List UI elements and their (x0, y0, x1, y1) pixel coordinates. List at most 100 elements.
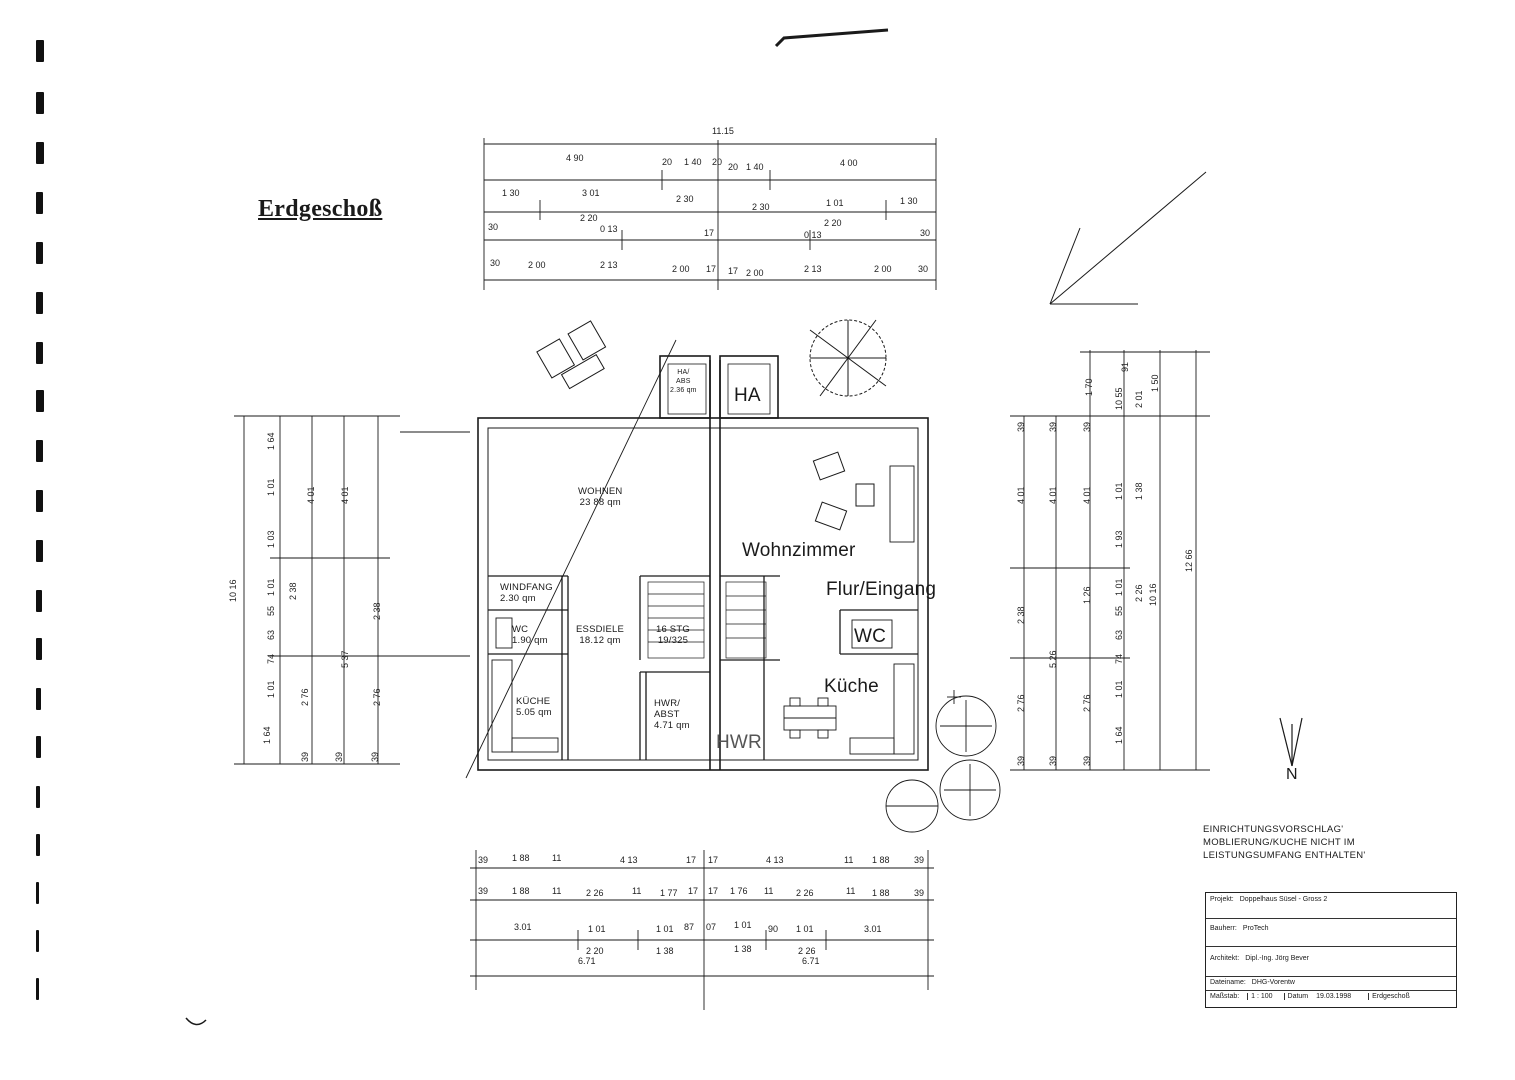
dim-left-c1: 55 (266, 605, 276, 616)
dim-left-c1: 1 01 (266, 478, 276, 496)
dim-right-c1: 2 76 (1016, 694, 1026, 712)
dim-left-c3: 39 (334, 751, 344, 762)
dim-left-c1: 1 64 (266, 432, 276, 450)
dim-bottom-r1: 1 88 (872, 855, 890, 865)
dim-top-r3: 2 20 (580, 213, 598, 223)
binding-mark (36, 638, 42, 660)
binding-mark (36, 834, 40, 856)
dim-bottom-r3: 1 01 (588, 924, 606, 934)
dim-left-c1: 1 64 (262, 726, 272, 744)
binding-mark (36, 40, 44, 62)
dim-right-c4: 1 70 (1084, 378, 1094, 396)
north-label: N (1286, 766, 1298, 783)
dim-top-r4: 2 00 (874, 264, 892, 274)
dim-bottom-r4: 1 38 (656, 946, 674, 956)
dim-bottom-r2: 11 (846, 886, 856, 896)
dim-bottom-r2: 1 88 (512, 886, 530, 896)
dim-right-c4: 1 01 (1114, 482, 1124, 500)
dim-left-c1: 1 01 (266, 578, 276, 596)
dim-left-c1: 1 01 (266, 680, 276, 698)
dim-top-r1: 1 40 (684, 157, 702, 167)
room-label-kueche-right: Küche (824, 676, 879, 697)
dim-left-c1: 1 03 (266, 530, 276, 548)
dim-bottom-r2: 2 26 (586, 888, 604, 898)
top-scribble (774, 28, 889, 48)
dim-bottom-r2: 17 (688, 886, 699, 896)
interior-walls-right (720, 575, 918, 760)
dim-top-r4: 30 (490, 258, 501, 268)
titleblock-massstab: Maßstab: 1 : 100 Datum 19.03.1998 Erdges… (1206, 991, 1456, 1007)
binding-mark (36, 882, 39, 904)
dim-top-r2: 1 01 (826, 198, 844, 208)
dim-bottom-r3: 3.01 (864, 924, 882, 934)
dim-top-r1: 20 (728, 162, 739, 172)
binding-mark (36, 930, 39, 952)
dim-left-c3: 2 76 (372, 688, 382, 706)
dim-top-overall: 11.15 (712, 126, 734, 136)
dim-bottom-r2: 11 (552, 886, 562, 896)
titleblock-architekt: Architekt:Dipl.-Ing. Jörg Bever (1206, 947, 1456, 977)
drawing-title: Erdgeschoß (258, 196, 383, 222)
binding-mark (36, 688, 41, 710)
dim-left-c3: 4 01 (340, 486, 350, 504)
room-label-ha-left: HA/ ABS 2.36 qm (670, 369, 697, 394)
dim-bottom-r1: 39 (478, 855, 489, 865)
dim-bottom-r4: 2 26 (798, 946, 816, 956)
dim-top-r1: 4 90 (566, 153, 584, 163)
dim-bottom-r1: 4 13 (620, 855, 638, 865)
dim-right-c5: 1 50 (1150, 374, 1160, 392)
dim-right-c4: 1 64 (1114, 726, 1124, 744)
binding-mark (36, 978, 39, 1000)
dim-bottom-r3: 1 01 (796, 924, 814, 934)
dim-bottom-r4: 1 38 (734, 944, 752, 954)
dim-right-c4: 55 (1114, 605, 1124, 616)
dim-top-r2: 2 30 (676, 194, 694, 204)
title-block: Projekt:Doppelhaus Süsel - Gross 2 Bauhe… (1205, 892, 1457, 1008)
binding-mark (36, 590, 42, 612)
dim-right-c5: 2 26 (1134, 584, 1144, 602)
dim-right-c1: 39 (1016, 755, 1026, 766)
dim-bottom-r1: 11 (844, 855, 854, 865)
dim-right-c4: 10 55 (1114, 387, 1124, 410)
dim-bottom-r2: 11 (632, 886, 642, 896)
dim-bottom-r4: 6.71 (578, 956, 596, 966)
dim-bottom-r2: 17 (708, 886, 719, 896)
patio-umbrella (809, 319, 887, 397)
dim-top-r2: 1 30 (900, 196, 918, 206)
dim-right-c5: 2 01 (1134, 390, 1144, 408)
dim-top-r2: 1 30 (502, 188, 520, 198)
room-label-ha-right: HA (734, 385, 761, 406)
exterior-walls (477, 355, 929, 771)
binding-mark (36, 786, 40, 808)
binding-mark (36, 142, 44, 164)
dim-right-c3: 1 26 (1082, 586, 1092, 604)
dim-top-r3: 17 (704, 228, 715, 238)
room-label-flur: Flur/Eingang (826, 579, 937, 600)
dim-top-r4: 2 00 (746, 268, 764, 278)
dim-right-c3: 39 (1082, 755, 1092, 766)
binding-mark (36, 440, 43, 462)
titleblock-datei: Dateiname:DHG-Vorentw (1206, 977, 1456, 991)
binding-mark (36, 192, 43, 214)
dim-top-r1: 20 (662, 157, 673, 167)
kitchen-left (491, 617, 559, 753)
left-dimension-lines (234, 415, 470, 765)
dim-left-c2: 2 38 (288, 582, 298, 600)
dim-bottom-r1: 17 (686, 855, 697, 865)
dim-left-c1: 74 (266, 653, 276, 664)
kitchen-right (783, 465, 915, 755)
dim-top-r3: 30 (920, 228, 931, 238)
room-label-essdiele: ESSDIELE 18.12 qm (576, 624, 625, 646)
dim-right-c4: 1 01 (1114, 680, 1124, 698)
dim-top-r3: 0 13 (600, 224, 618, 234)
dim-bottom-r2: 1 77 (660, 888, 678, 898)
patio-furniture-left (536, 320, 607, 390)
dim-top-r2: 2 30 (752, 202, 770, 212)
dim-right-overall: 12 66 (1184, 549, 1194, 572)
room-label-wohnen: WOHNEN 23 88 qm (578, 486, 623, 508)
dim-top-r2: 3 01 (582, 188, 600, 198)
room-label-hwr-right: HWR (716, 732, 762, 753)
dim-left-c2: 4 01 (306, 486, 316, 504)
dim-bottom-r2: 39 (478, 886, 489, 896)
